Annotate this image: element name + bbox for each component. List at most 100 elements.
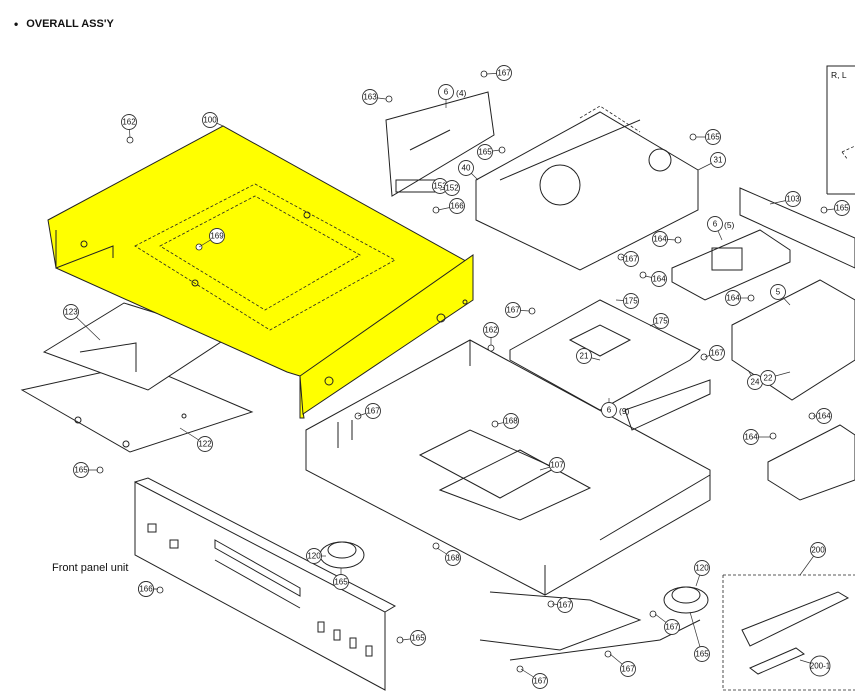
callout-circle [770, 284, 786, 300]
section-heading: • OVERALL ASS'Y [14, 17, 114, 31]
callout-164: 164 [813, 408, 832, 424]
callout-167: 167 [485, 65, 512, 81]
top-cover-highlight [47, 125, 474, 419]
callout-circle [653, 313, 669, 329]
callout-number: 162 [122, 118, 136, 127]
callout-107: 107 [539, 457, 565, 473]
callout-165: 165 [401, 630, 426, 646]
callout-number: 167 [497, 69, 511, 78]
callout-circle [121, 114, 137, 130]
front-panel-label: Front panel unit [52, 562, 128, 574]
callout-167: 167 [551, 597, 573, 613]
callout-200-1: 200-1 [799, 655, 831, 677]
callout-number: 6 [607, 406, 612, 415]
callout-number: 167 [506, 306, 520, 315]
callout-number: 169 [210, 232, 224, 241]
callout-circle [505, 302, 521, 318]
callout-circle [438, 84, 454, 100]
callout-circle [785, 191, 801, 207]
callout-circle [809, 655, 831, 677]
callout-circle [63, 304, 79, 320]
callout-circle [449, 198, 465, 214]
callout-circle [601, 402, 617, 418]
inset-label: R, L [831, 70, 847, 80]
callout-number: 21 [580, 352, 589, 361]
callout-circle [651, 271, 667, 287]
callout-number: 165 [334, 578, 348, 587]
callout-number: 120 [695, 564, 709, 573]
callout-number: 168 [446, 554, 460, 563]
screws [96, 70, 828, 673]
callout-number: 164 [653, 235, 667, 244]
callout-circle [496, 65, 512, 81]
callout-168: 168 [496, 413, 519, 429]
callout-21: 21 [576, 348, 601, 364]
callout-circle [532, 673, 548, 689]
foot-right [663, 586, 709, 614]
callout-number: 167 [558, 601, 572, 610]
callout-6: 6 [707, 216, 723, 241]
callout-6: 6 [438, 84, 454, 108]
callout-circle [694, 560, 710, 576]
callout-100: 100 [202, 112, 224, 128]
callout-number: 120 [307, 552, 321, 561]
callout-circle [445, 550, 461, 566]
callout-circle [623, 293, 639, 309]
callout-40: 40 [458, 160, 479, 181]
callout-167: 167 [520, 668, 548, 689]
callout-5: 5 [770, 284, 791, 306]
callout-number: 167 [621, 665, 635, 674]
callout-167: 167 [357, 403, 381, 419]
callout-123: 123 [63, 304, 101, 341]
callout-number: 167 [665, 623, 679, 632]
foot-left [319, 541, 365, 569]
callout-number: 24 [751, 378, 760, 387]
callout-number: 200-1 [810, 662, 831, 671]
remote-inset [722, 574, 855, 691]
callout-circle [73, 462, 89, 478]
callout-number: 165 [74, 466, 88, 475]
callout-number: 31 [714, 156, 723, 165]
callout-167: 167 [620, 251, 639, 267]
callout-number: 167 [533, 677, 547, 686]
callout-circle [557, 597, 573, 613]
callout-164: 164 [743, 429, 771, 445]
callout-circle [209, 228, 225, 244]
callout-circle [362, 89, 378, 105]
section-title: OVERALL ASS'Y [26, 18, 114, 30]
callout-175: 175 [615, 293, 639, 309]
callout-number: 153 [433, 182, 447, 191]
callout-circle [725, 290, 741, 306]
callout-circle [620, 661, 636, 677]
callout-number: 175 [624, 297, 638, 306]
callout-152: 152 [439, 180, 460, 196]
callout-number: 165 [695, 650, 709, 659]
count-5-label: (5) [724, 220, 735, 230]
callout-number: 166 [450, 202, 464, 211]
callout-153: 153 [431, 178, 448, 194]
callout-167: 167 [654, 613, 680, 635]
callout-circle [477, 144, 493, 160]
callout-number: 162 [484, 326, 498, 335]
callout-number: 40 [462, 164, 471, 173]
callout-number: 122 [198, 440, 212, 449]
callout-circle [306, 548, 322, 564]
callout-6: 6 [601, 398, 617, 418]
callout-164: 164 [725, 290, 749, 306]
callout-number: 6 [444, 88, 449, 97]
callout-165: 165 [689, 611, 710, 662]
callout-166: 166 [437, 198, 465, 214]
callout-circle [623, 251, 639, 267]
callout-circle [503, 413, 519, 429]
count-4-label: (4) [456, 88, 467, 98]
callout-number: 166 [139, 585, 153, 594]
callout-number: 103 [786, 195, 800, 204]
callout-number: 165 [706, 133, 720, 142]
callout-162: 162 [121, 114, 137, 139]
callout-167: 167 [505, 302, 531, 318]
callout-circle [444, 180, 460, 196]
callout-circle [576, 348, 592, 364]
callout-circle [664, 619, 680, 635]
callout-164: 164 [644, 271, 667, 287]
callout-circle [816, 408, 832, 424]
